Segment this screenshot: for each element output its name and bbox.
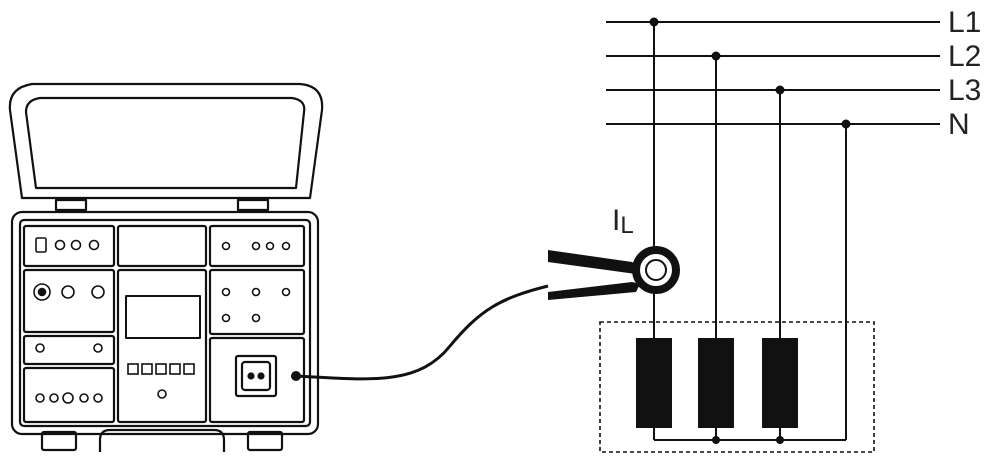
resistor-3 <box>762 338 798 428</box>
instrument-hinge <box>236 198 270 212</box>
label-L3: L3 <box>948 74 981 107</box>
current-clamp <box>548 246 680 300</box>
drop-conductors <box>653 22 847 440</box>
clamp-cable <box>291 284 549 381</box>
clamp-ring <box>632 246 680 294</box>
clamp-jaw-lower <box>548 282 640 300</box>
star-point-wiring <box>653 428 846 441</box>
load-resistors <box>636 338 798 428</box>
supply-lines <box>606 21 940 125</box>
resistor-1 <box>636 338 672 428</box>
resistor-2 <box>698 338 734 428</box>
panel-module <box>208 336 306 424</box>
panel-module <box>116 224 208 268</box>
panel-module <box>22 224 116 268</box>
display-screen <box>125 295 201 339</box>
star-point-dots <box>712 436 784 444</box>
instrument-lid <box>8 82 324 200</box>
mains-socket <box>234 354 278 398</box>
label-N: N <box>948 108 970 141</box>
clamp-label: IL <box>612 204 634 239</box>
instrument-foot <box>40 430 78 452</box>
load-enclosure <box>599 321 875 453</box>
junction-dots <box>649 17 851 129</box>
label-L1: L1 <box>948 6 981 39</box>
panel-module <box>208 268 306 336</box>
panel-module <box>116 268 208 424</box>
clamp-label-main: I <box>612 204 620 237</box>
instrument-foot <box>246 430 284 452</box>
clamp-label-sub: L <box>620 212 633 239</box>
label-L2: L2 <box>948 40 981 73</box>
instrument-panel <box>18 218 312 428</box>
mains-socket-inner <box>240 360 272 392</box>
clamp-jaw-upper <box>548 250 640 274</box>
panel-controls <box>33 237 291 404</box>
panel-module <box>208 224 306 268</box>
tester-instrument <box>8 82 324 452</box>
instrument-hinge <box>54 198 88 212</box>
instrument-handle <box>98 428 226 452</box>
panel-module <box>22 366 116 424</box>
panel-module <box>22 268 116 334</box>
panel-module <box>22 334 116 366</box>
instrument-lid-inner <box>24 96 306 190</box>
instrument-body <box>10 210 320 436</box>
